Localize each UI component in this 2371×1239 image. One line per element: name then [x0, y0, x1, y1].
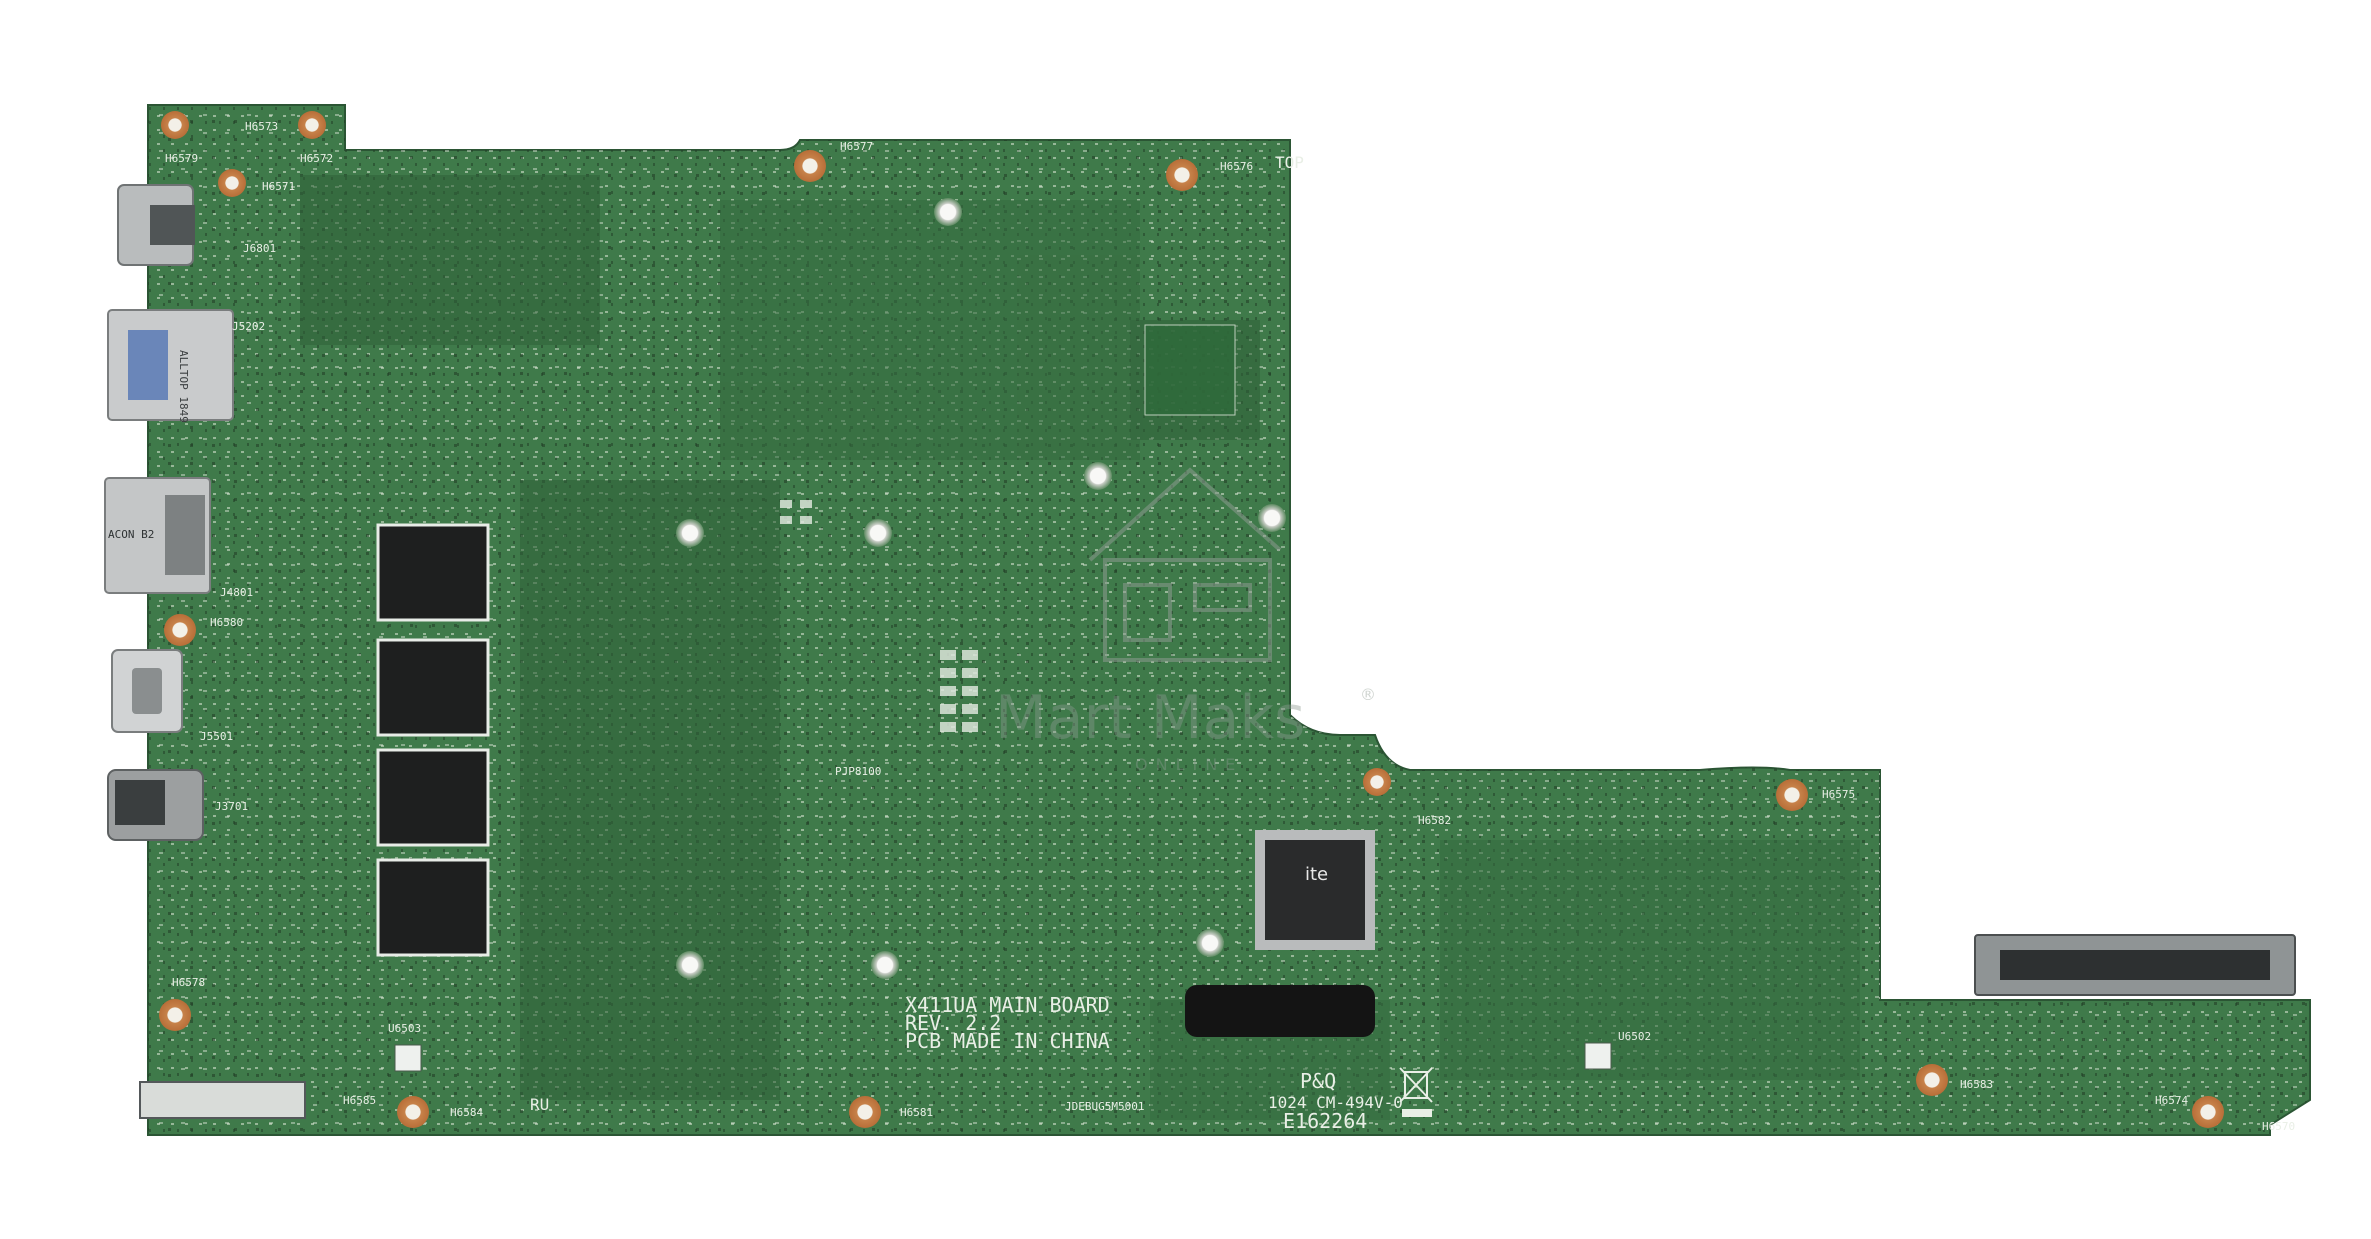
debug-connector-label: JDEBUG5M5001: [1065, 1100, 1144, 1113]
svg-text:J6801: J6801: [243, 242, 276, 255]
ref-designators: H6573 H6579 H6572 H6571 J6801 J5202 J480…: [165, 120, 2295, 1133]
ram-chip: [376, 523, 490, 622]
svg-text:J3701: J3701: [215, 800, 248, 813]
cert-line1: P&Q: [1300, 1069, 1336, 1093]
board-rev-label: REV. 2.2: [905, 1011, 1001, 1035]
svg-text:H6579: H6579: [165, 152, 198, 165]
cert-line2: 1024 CM-494V-0: [1268, 1093, 1403, 1112]
ite-chip: ite: [1255, 830, 1375, 950]
ram-chip: [376, 858, 490, 957]
house-logo-icon: [1088, 467, 1282, 662]
audio-jack-bottom: [107, 769, 204, 841]
sata-connector: [1974, 934, 2296, 996]
top-label: TOP: [1275, 153, 1304, 172]
svg-text:H6582: H6582: [1418, 814, 1451, 827]
svg-text:H6581: H6581: [900, 1106, 933, 1119]
ram-chip-group: [376, 523, 490, 957]
component-grid: [780, 324, 1236, 732]
svg-text:RU: RU: [530, 1095, 549, 1114]
watermark-brand: Mart Maks: [995, 683, 1305, 753]
svg-text:J5501: J5501: [200, 730, 233, 743]
ul-mark-icon: RU: [530, 1095, 549, 1114]
svg-text:U6503: U6503: [388, 1022, 421, 1035]
standoff-left: [394, 1044, 422, 1072]
plated-holes: [676, 198, 1286, 979]
pjp-label: PJP8100: [835, 765, 881, 778]
ram-chip: [376, 638, 490, 737]
svg-text:H6575: H6575: [1822, 788, 1855, 801]
ite-chip-label: ite: [1305, 864, 1328, 885]
watermark-sub: ONLINE: [1135, 755, 1243, 774]
svg-text:U6502: U6502: [1618, 1030, 1651, 1043]
audio-jack-top: [117, 184, 195, 266]
svg-text:H6570: H6570: [2262, 1120, 2295, 1133]
redacted-label: [1185, 985, 1375, 1037]
usb-c-port: [111, 649, 183, 733]
ram-chip: [376, 748, 490, 847]
usb-a-port: ALLTOP 1849: [107, 309, 234, 423]
svg-text:H6577: H6577: [840, 140, 873, 153]
watermark: Mart Maks ® ONLINE: [995, 467, 1376, 774]
watermark-registered: ®: [1360, 685, 1376, 704]
board-origin-label: PCB MADE IN CHINA: [905, 1029, 1110, 1053]
svg-text:H6578: H6578: [172, 976, 205, 989]
svg-text:J5202: J5202: [232, 320, 265, 333]
svg-text:H6583: H6583: [1960, 1078, 1993, 1091]
svg-text:H6585: H6585: [343, 1094, 376, 1107]
svg-text:H6574: H6574: [2155, 1094, 2188, 1107]
usb-port-text: ALLTOP 1849: [177, 350, 190, 423]
svg-text:H6584: H6584: [450, 1106, 483, 1119]
fpc-connector: [139, 1081, 306, 1119]
hdmi-port: ACON B2: [104, 477, 211, 594]
board-model-label: X411UA MAIN BOARD: [905, 993, 1110, 1017]
cert-line3: E162264: [1283, 1109, 1367, 1133]
svg-text:H6572: H6572: [300, 152, 333, 165]
recycle-bin-icon: [1399, 1067, 1433, 1117]
standoff-right: [1584, 1042, 1612, 1070]
svg-text:J4801: J4801: [220, 586, 253, 599]
hdmi-port-text: ACON B2: [108, 528, 154, 541]
svg-text:H6576: H6576: [1220, 160, 1253, 173]
svg-text:H6571: H6571: [262, 180, 295, 193]
svg-text:H6580: H6580: [210, 616, 243, 629]
mounting-pads: [159, 111, 2224, 1128]
svg-text:H6573: H6573: [245, 120, 278, 133]
